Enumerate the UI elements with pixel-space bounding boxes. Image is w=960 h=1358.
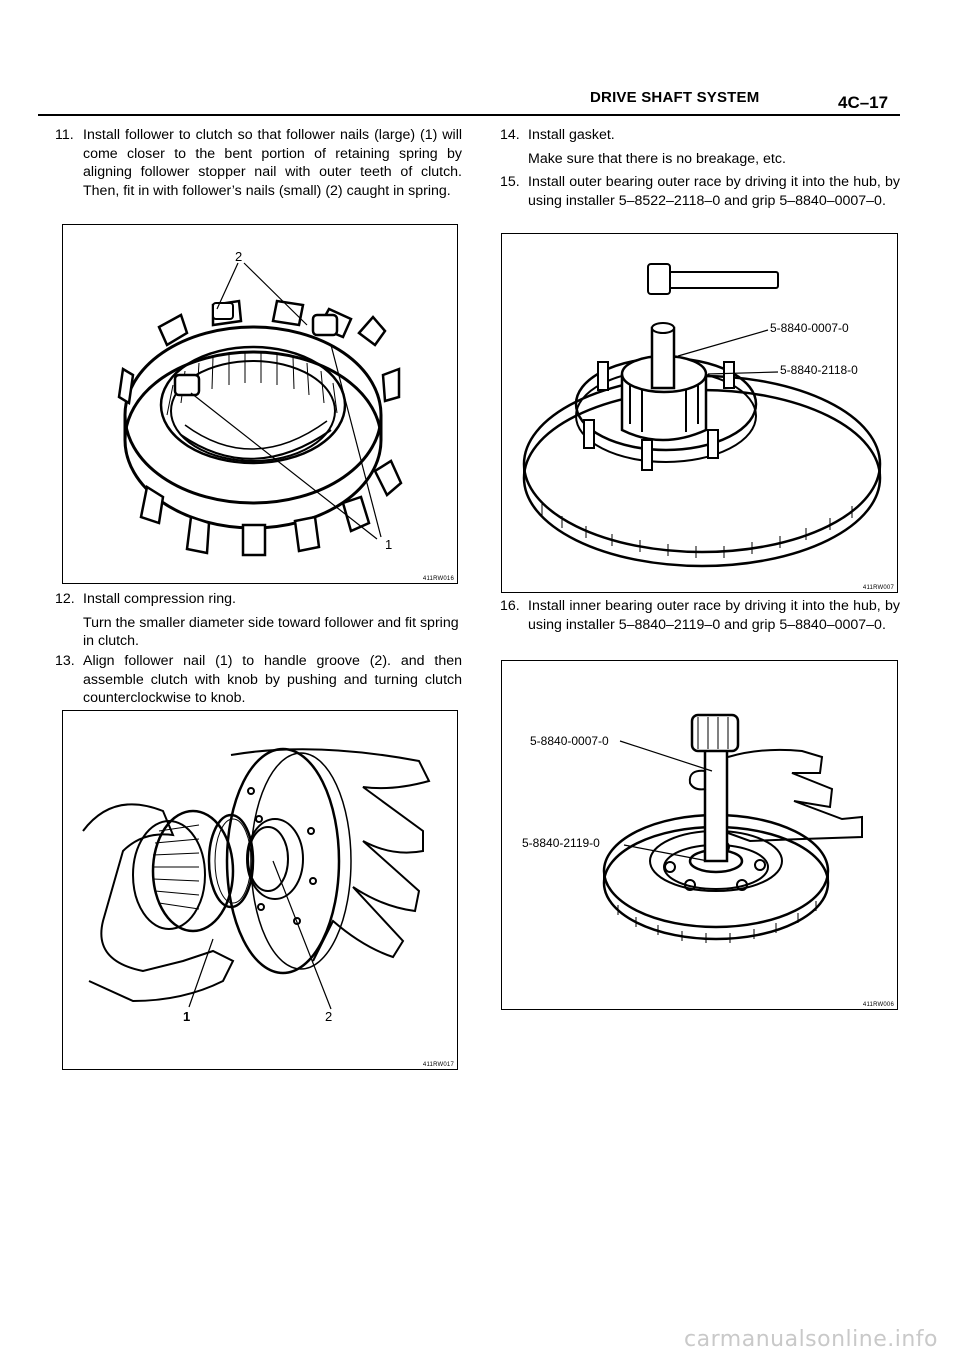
section-title: DRIVE SHAFT SYSTEM xyxy=(590,89,760,106)
callout-installer: 5-8840-2119-0 xyxy=(522,836,600,850)
figure-outer-race-install: 5-8840-0007-0 5-8840-2118-0 411RW007 xyxy=(501,233,898,593)
figure-clutch-knob: 1 2 411RW017 xyxy=(62,710,458,1070)
watermark-text: carmanualsonline.info xyxy=(684,1327,938,1352)
knob-illustration: 1 2 xyxy=(82,747,431,1024)
callout-grip: 5-8840-0007-0 xyxy=(530,734,609,748)
step-number: 16. xyxy=(500,598,520,614)
step-12: 12. Install compression ring. Turn the s… xyxy=(55,590,462,651)
rotor-installer-illustration: 5-8840-0007-0 5-8840-2119-0 xyxy=(522,713,863,943)
figure-code: 411RW007 xyxy=(862,585,894,591)
figure-code: 411RW017 xyxy=(422,1062,454,1068)
callout-grip: 5-8840-0007-0 xyxy=(770,321,849,335)
step-number: 11. xyxy=(55,127,74,143)
figure-clutch-follower: 2 1 411RW016 xyxy=(62,224,458,584)
step-16: 16. Install inner bearing outer race by … xyxy=(500,597,900,634)
page-number: 4C–17 xyxy=(838,93,889,112)
step-11: 11. Install follower to clutch so that f… xyxy=(55,126,462,200)
figure-code: 411RW016 xyxy=(422,576,454,582)
step-15: 15. Install outer bearing outer race by … xyxy=(500,173,900,210)
figure-code: 411RW006 xyxy=(862,1002,894,1008)
step-text: Install gasket. xyxy=(528,127,615,143)
step-number: 12. xyxy=(55,591,75,607)
figure-inner-race-install: 5-8840-0007-0 5-8840-2119-0 411RW006 xyxy=(501,660,898,1010)
step-text: Install follower to clutch so that follo… xyxy=(83,127,462,199)
step-13: 13. Align follower nail (1) to handle gr… xyxy=(55,652,462,708)
hub-installer-illustration: 5-8840-0007-0 5-8840-2118-0 xyxy=(522,263,882,568)
step-text: Align follower nail (1) to handle groove… xyxy=(83,653,462,706)
callout-2: 2 xyxy=(325,1009,332,1024)
callout-1: 1 xyxy=(183,1009,190,1024)
callout-2: 2 xyxy=(235,249,242,264)
step-text: Install inner bearing outer race by driv… xyxy=(528,598,900,633)
step-14: 14. Install gasket. Make sure that there… xyxy=(500,126,900,168)
clutch-illustration: 2 1 xyxy=(117,249,403,557)
step-number: 14. xyxy=(500,127,520,143)
step-note: Turn the smaller diameter side toward fo… xyxy=(83,614,459,650)
step-number: 13. xyxy=(55,653,75,669)
step-text: Install compression ring. xyxy=(83,591,236,607)
step-text: Install outer bearing outer race by driv… xyxy=(528,174,900,209)
step-note: Make sure that there is no breakage, etc… xyxy=(528,150,786,167)
callout-1: 1 xyxy=(385,537,392,552)
header-rule xyxy=(38,114,900,116)
callout-installer: 5-8840-2118-0 xyxy=(780,363,858,377)
step-number: 15. xyxy=(500,174,520,190)
